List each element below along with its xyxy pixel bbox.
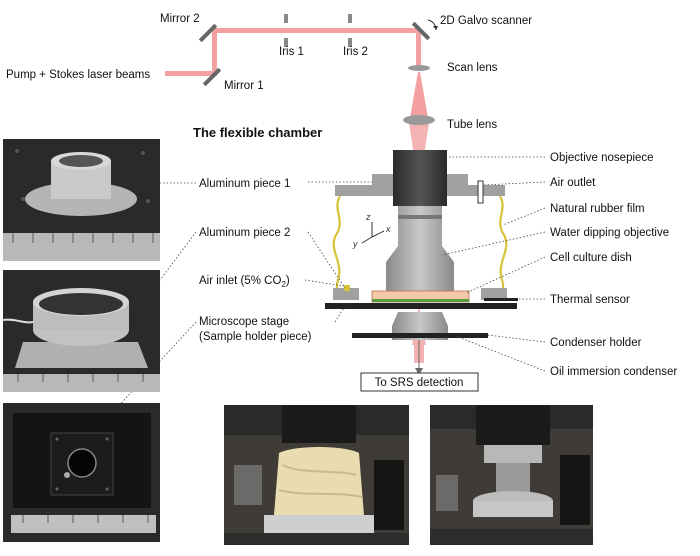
iris-1 xyxy=(284,14,288,23)
detection-box xyxy=(360,372,479,392)
mirror-2-label: Mirror 2 xyxy=(160,13,200,25)
tube-lens xyxy=(403,115,435,125)
mirror-2 xyxy=(198,23,218,43)
rubber-film-label: Natural rubber film xyxy=(550,203,645,215)
condenser-holder-label: Condenser holder xyxy=(550,337,642,349)
air-outlet-label: Air outlet xyxy=(550,177,596,189)
tube-lens-label: Tube lens xyxy=(447,119,497,131)
xyz-axes: z x y xyxy=(352,212,391,249)
dish-label: Cell culture dish xyxy=(550,252,632,264)
microscope-stage xyxy=(325,303,517,309)
air-inlet xyxy=(344,285,350,291)
rubber-film-left xyxy=(332,195,342,299)
aluminum-piece-2 xyxy=(333,288,359,300)
photo-aluminum-piece-2 xyxy=(3,270,160,392)
air-outlet xyxy=(477,180,484,204)
svg-text:y: y xyxy=(352,239,358,249)
svg-text:z: z xyxy=(365,212,371,222)
nosepiece-label: Objective nosepiece xyxy=(550,152,654,164)
scan-lens-label: Scan lens xyxy=(447,62,498,74)
scan-lens xyxy=(408,65,430,71)
condenser-holder xyxy=(352,333,488,338)
mirror-1-label: Mirror 1 xyxy=(224,80,264,92)
galvo-mirror xyxy=(411,21,431,41)
photo-aluminum-piece-1 xyxy=(3,139,160,261)
air-inlet-label: Air inlet (5% CO2) xyxy=(199,275,290,289)
water-dipping-objective xyxy=(386,206,454,297)
iris-1-label: Iris 1 xyxy=(279,46,304,58)
detection-label: To SRS detection xyxy=(375,377,464,389)
condenser-label: Oil immersion condenser xyxy=(550,366,677,378)
pump-label: Pump + Stokes laser beams xyxy=(6,69,150,81)
aluminum-piece-1-label: Aluminum piece 1 xyxy=(199,178,290,190)
aluminum-piece-2-label: Aluminum piece 2 xyxy=(199,227,290,239)
aluminum-piece-1 xyxy=(372,174,393,196)
galvo-arrow-icon xyxy=(427,19,437,31)
iris-2 xyxy=(348,14,352,23)
objective-nosepiece xyxy=(393,150,447,206)
rubber-film-right xyxy=(498,195,508,299)
galvo-label: 2D Galvo scanner xyxy=(440,15,532,27)
objective-label: Water dipping objective xyxy=(550,227,669,239)
stage-label: Microscope stage xyxy=(199,316,289,328)
thermal-sensor-label: Thermal sensor xyxy=(550,294,630,306)
chamber-title: The flexible chamber xyxy=(193,125,322,140)
photo-chamber-assembled xyxy=(224,405,409,545)
iris-2-label: Iris 2 xyxy=(343,46,368,58)
svg-text:x: x xyxy=(385,224,391,234)
mirror-1 xyxy=(202,67,222,87)
photo-microscope-stage xyxy=(3,403,160,542)
thermal-sensor xyxy=(484,298,518,301)
stage-sublabel: (Sample holder piece) xyxy=(199,331,312,343)
photo-chamber-open xyxy=(430,405,593,545)
